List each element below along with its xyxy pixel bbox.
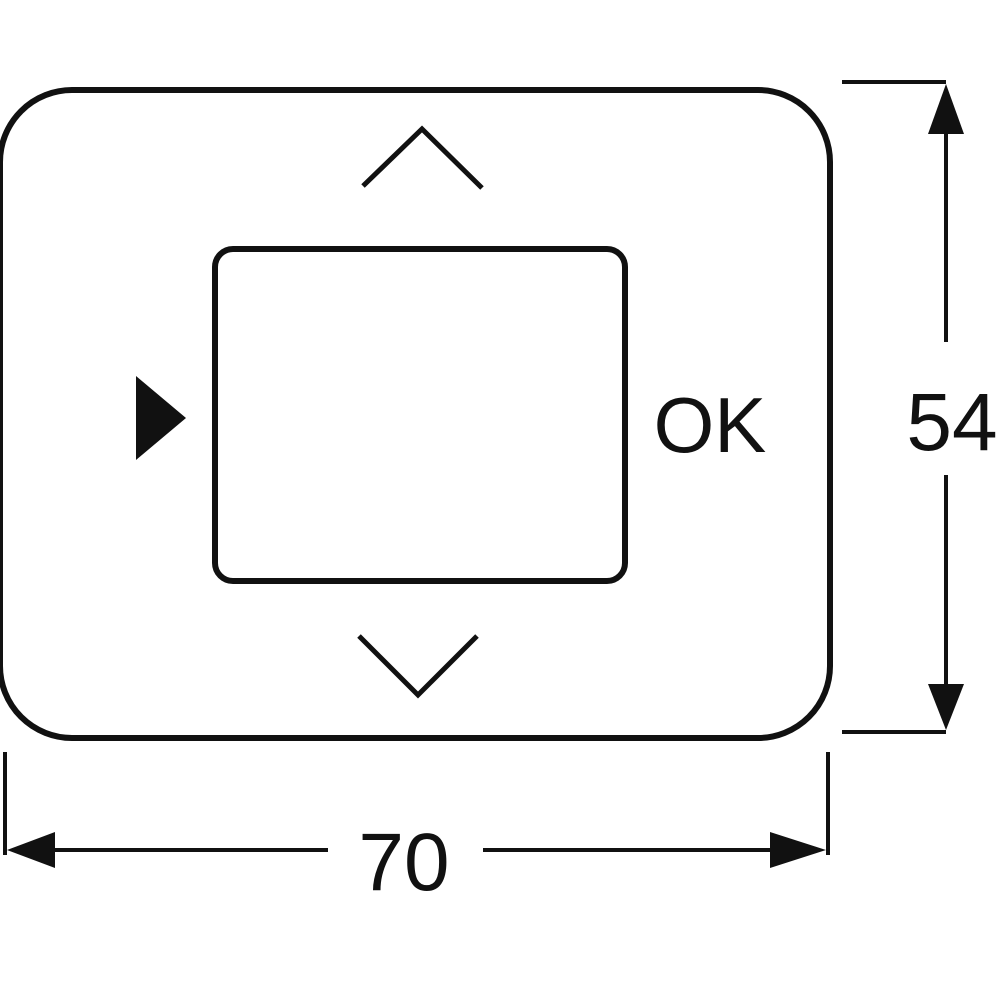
device-plate xyxy=(0,87,833,741)
play-triangle-icon xyxy=(136,376,186,460)
width-arrow-right xyxy=(770,832,826,868)
height-arrow-bottom xyxy=(928,684,964,730)
display-window xyxy=(212,246,628,584)
width-label: 70 xyxy=(358,817,449,908)
width-arrow-left xyxy=(7,832,55,868)
chevron-down-icon xyxy=(357,634,479,699)
height-label: 54 xyxy=(906,377,997,468)
height-arrow-top xyxy=(928,84,964,134)
chevron-up-icon xyxy=(361,125,484,190)
ok-label: OK xyxy=(654,381,767,469)
